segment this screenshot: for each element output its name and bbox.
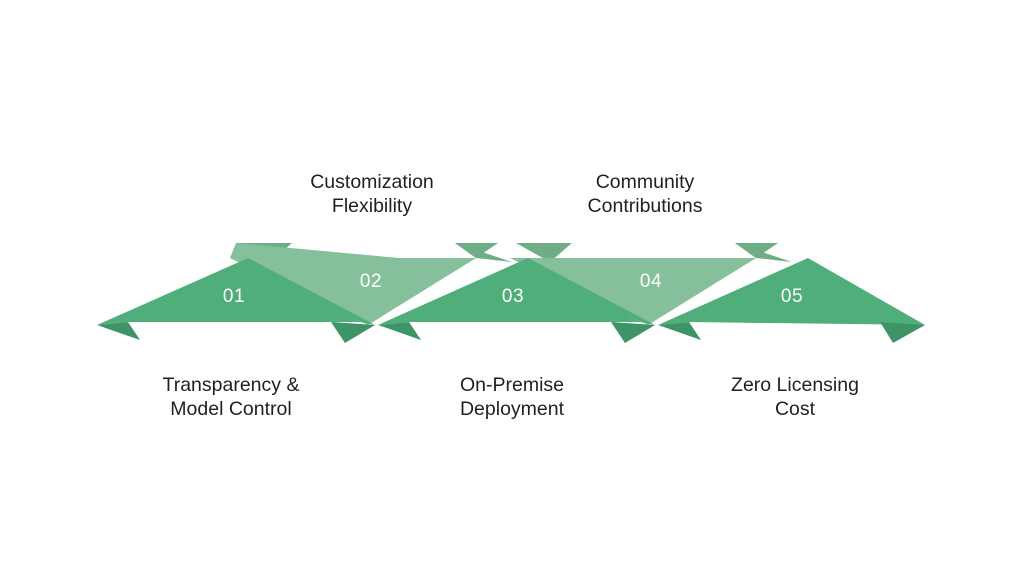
- arrow-shape-01: [97, 258, 375, 343]
- arrow-shape-05: [658, 258, 925, 343]
- arrow-04-band: [510, 258, 756, 325]
- arrow-01-left-head: [97, 322, 140, 340]
- step-label-03: On-Premise Deployment: [459, 374, 565, 420]
- arrow-03-band: [378, 258, 640, 325]
- arrow-05-left-head: [658, 322, 701, 340]
- arrow-01-band: [97, 258, 360, 325]
- arrow-03-left-head: [378, 322, 421, 340]
- arrow-05-band: [658, 258, 925, 325]
- step-label-05: Zero Licensing Cost: [731, 374, 859, 420]
- arrow-shape-03: [378, 258, 655, 343]
- arrow-04-tail-notch: [516, 243, 572, 262]
- arrow-05-right-head: [880, 322, 925, 343]
- arrow-02-right-head: [455, 243, 512, 262]
- arrow-03-body-slope: [528, 258, 655, 325]
- step-number-04: 04: [640, 271, 662, 292]
- step-number-02: 02: [360, 271, 382, 292]
- step-number-05: 05: [781, 286, 803, 307]
- arrow-shape-04: [510, 243, 792, 325]
- step-label-04: Community Contributions: [587, 171, 703, 217]
- arrow-01-right-head: [331, 322, 375, 343]
- step-label-02: Customization Flexibility: [310, 171, 434, 217]
- step-label-01: Transparency & Model Control: [162, 374, 300, 420]
- step-number-01: 01: [223, 286, 245, 307]
- arrow-03-right-head: [611, 322, 655, 343]
- arrow-01-body-slope: [248, 258, 375, 325]
- arrow-02-band: [230, 258, 476, 325]
- step-number-03: 03: [502, 286, 524, 307]
- arrow-shape-02: [230, 243, 512, 325]
- arrow-04-right-head: [735, 243, 792, 262]
